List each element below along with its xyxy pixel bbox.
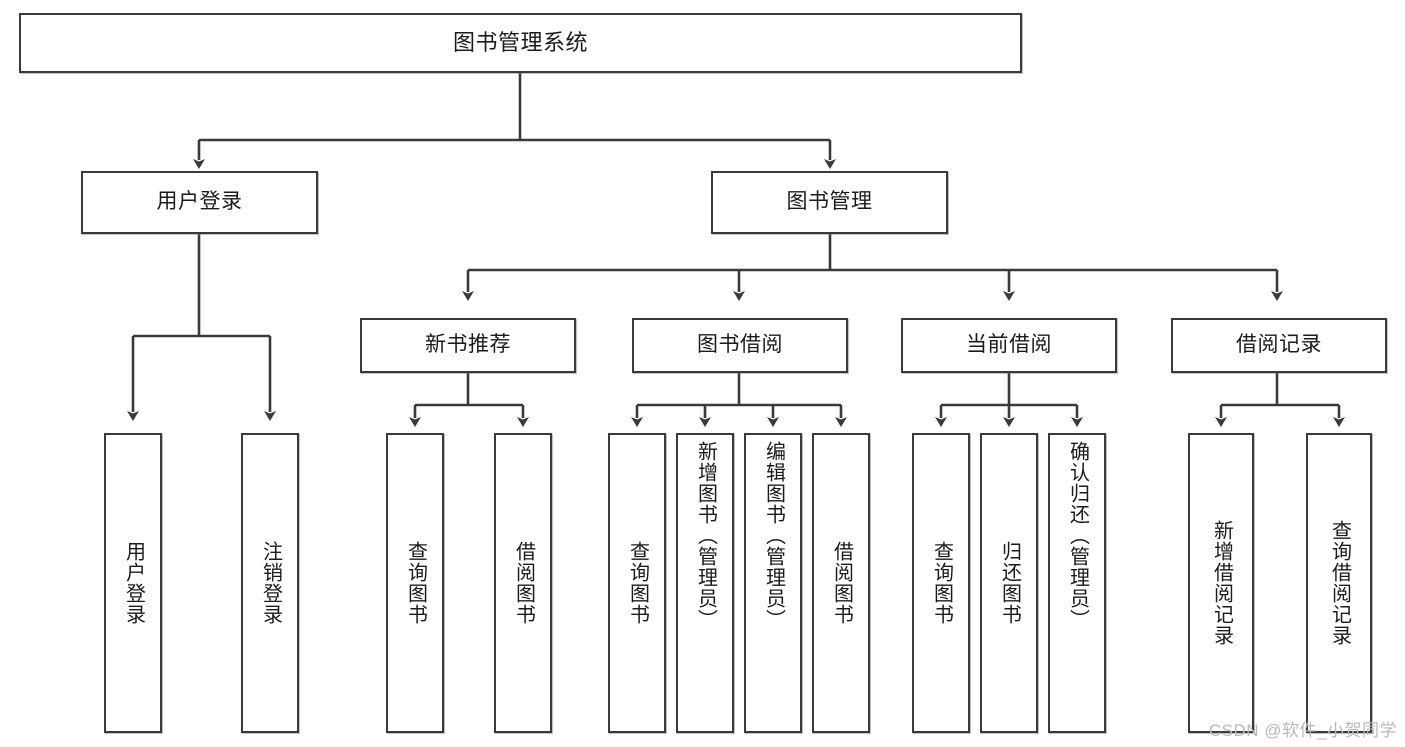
node-label: 用户登录	[122, 541, 145, 625]
node-leaf-add-borrow-record[interactable]: 新增借阅记录	[1188, 433, 1254, 733]
node-label: 查询图书	[930, 541, 953, 625]
node-root-book-management-system[interactable]: 图书管理系统	[19, 13, 1022, 73]
node-user-login[interactable]: 用户登录	[81, 171, 318, 234]
node-label: 借阅图书	[830, 541, 853, 625]
node-leaf-query-book-recommend[interactable]: 查询图书	[386, 433, 444, 733]
node-label: 查询图书	[404, 541, 427, 625]
node-label: 图书管理系统	[452, 30, 588, 56]
node-current-borrow[interactable]: 当前借阅	[901, 318, 1117, 373]
node-label: 用户登录	[156, 190, 243, 214]
node-leaf-query-book[interactable]: 查询图书	[608, 433, 666, 733]
node-label: 借阅记录	[1236, 333, 1322, 357]
node-borrow-record[interactable]: 借阅记录	[1171, 318, 1387, 373]
node-label: 新增借阅记录	[1210, 520, 1233, 646]
node-leaf-confirm-return-admin[interactable]: 确认归还（管理员）	[1048, 433, 1106, 733]
node-leaf-edit-book-admin[interactable]: 编辑图书（管理员）	[744, 433, 802, 733]
node-label: 查询借阅记录	[1328, 520, 1351, 646]
node-leaf-return-book[interactable]: 归还图书	[980, 433, 1038, 733]
node-leaf-borrow-book[interactable]: 借阅图书	[812, 433, 870, 733]
node-label: 新书推荐	[425, 333, 511, 357]
node-leaf-borrow-book-recommend[interactable]: 借阅图书	[494, 433, 552, 733]
node-label: 查询图书	[626, 541, 649, 625]
node-book-management[interactable]: 图书管理	[711, 171, 948, 234]
node-label: 注销登录	[259, 541, 282, 625]
node-book-borrow[interactable]: 图书借阅	[632, 318, 848, 373]
node-label: 借阅图书	[512, 541, 535, 625]
node-label: 新增图书（管理员）	[694, 441, 717, 630]
node-label: 当前借阅	[966, 333, 1052, 357]
node-label: 归还图书	[998, 541, 1021, 625]
node-label: 图书管理	[786, 190, 873, 214]
node-leaf-add-book-admin[interactable]: 新增图书（管理员）	[676, 433, 734, 733]
node-label: 图书借阅	[697, 333, 783, 357]
node-label: 编辑图书（管理员）	[762, 441, 785, 630]
node-leaf-query-borrow-record[interactable]: 查询借阅记录	[1306, 433, 1372, 733]
node-leaf-query-book-current[interactable]: 查询图书	[912, 433, 970, 733]
csdn-watermark: CSDN @软件_小贺同学	[1208, 721, 1397, 740]
node-leaf-user-login[interactable]: 用户登录	[104, 433, 162, 733]
node-label: 确认归还（管理员）	[1066, 441, 1089, 630]
node-new-book-recommend[interactable]: 新书推荐	[360, 318, 576, 373]
node-leaf-logout[interactable]: 注销登录	[241, 433, 299, 733]
